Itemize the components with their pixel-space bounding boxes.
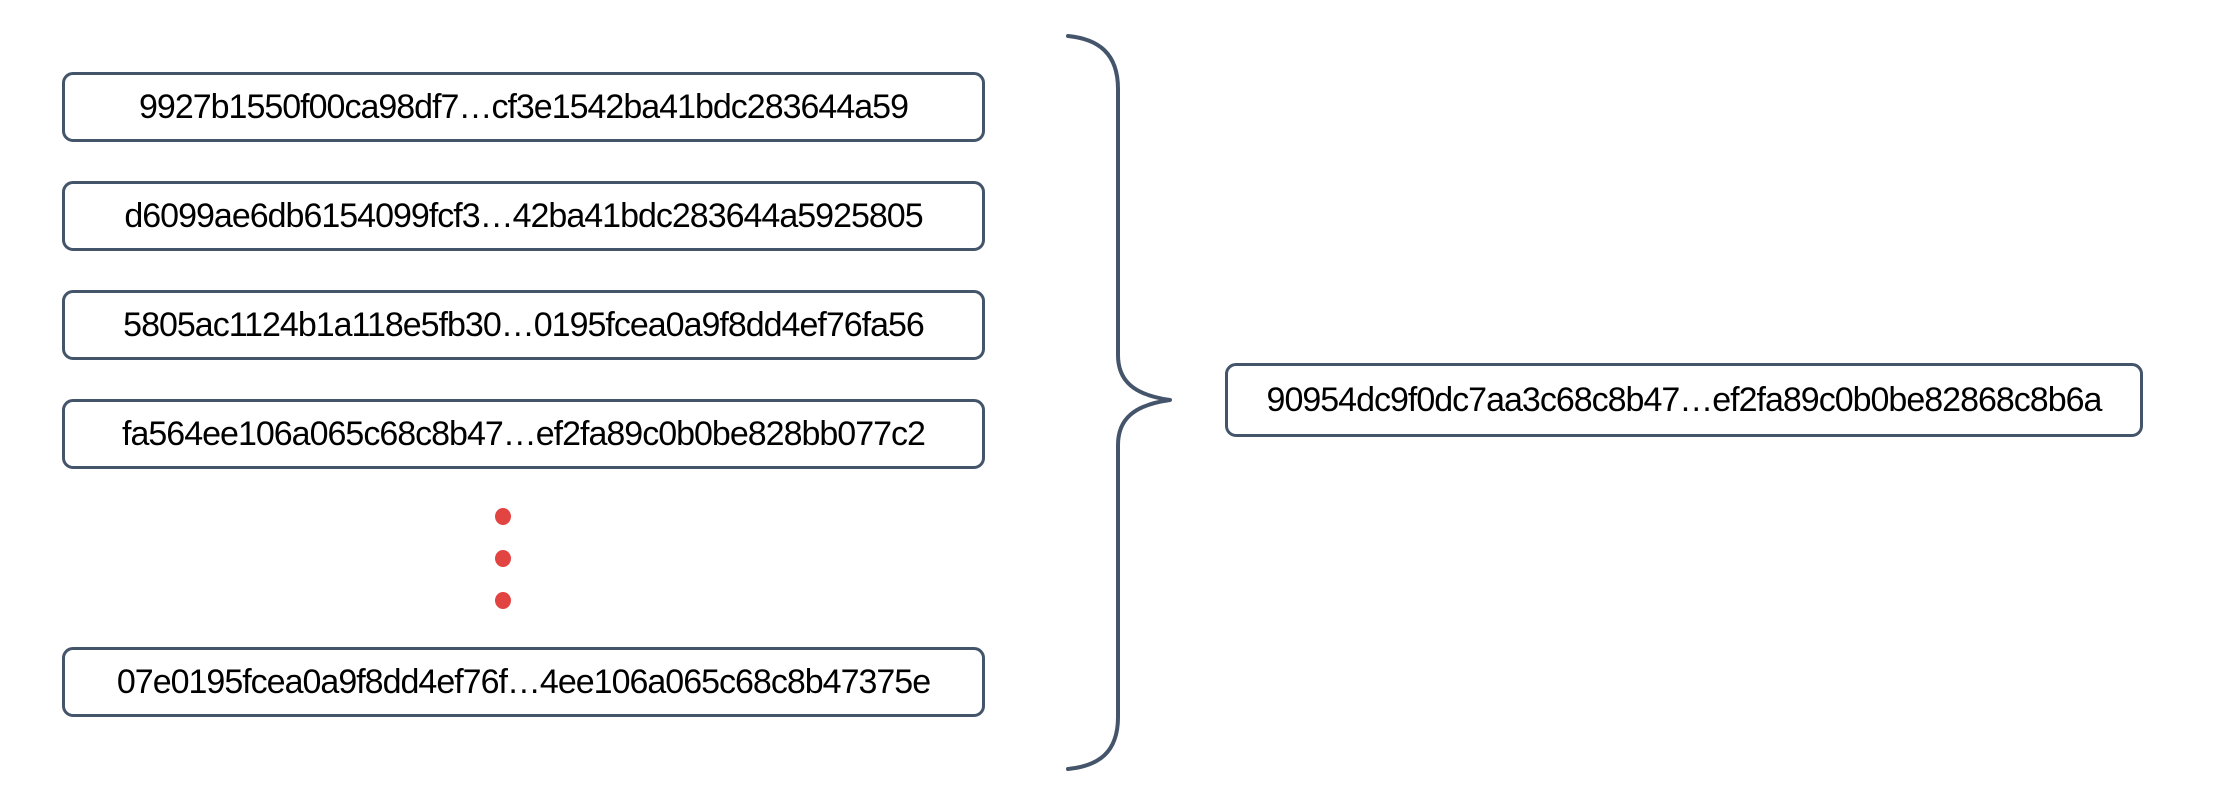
vertical-ellipsis <box>495 508 511 609</box>
ellipsis-dot-icon <box>495 592 511 609</box>
curly-brace-icon <box>1066 34 1172 771</box>
hash-block-1-label: 9927b1550f00ca98df7…cf3e1542ba41bdc28364… <box>139 87 909 126</box>
hash-block-5-label: 07e0195fcea0a9f8dd4ef76f…4ee106a065c68c8… <box>116 662 931 701</box>
ellipsis-dot-icon <box>495 508 511 525</box>
hash-block-4: fa564ee106a065c68c8b47…ef2fa89c0b0be828b… <box>62 399 985 469</box>
hash-block-3-label: 5805ac1124b1a118e5fb30…0195fcea0a9f8dd4e… <box>123 305 925 344</box>
hash-block-2-label: d6099ae6db6154099fcf3…42ba41bdc283644a59… <box>124 196 923 235</box>
combined-hash-block: 90954dc9f0dc7aa3c68c8b47…ef2fa89c0b0be82… <box>1225 363 2143 437</box>
hash-block-5: 07e0195fcea0a9f8dd4ef76f…4ee106a065c68c8… <box>62 647 985 717</box>
hash-block-3: 5805ac1124b1a118e5fb30…0195fcea0a9f8dd4e… <box>62 290 985 360</box>
combined-hash-label: 90954dc9f0dc7aa3c68c8b47…ef2fa89c0b0be82… <box>1266 380 2103 419</box>
hash-block-1: 9927b1550f00ca98df7…cf3e1542ba41bdc28364… <box>62 72 985 142</box>
hash-block-4-label: fa564ee106a065c68c8b47…ef2fa89c0b0be828b… <box>122 414 926 453</box>
ellipsis-dot-icon <box>495 550 511 567</box>
hash-block-2: d6099ae6db6154099fcf3…42ba41bdc283644a59… <box>62 181 985 251</box>
